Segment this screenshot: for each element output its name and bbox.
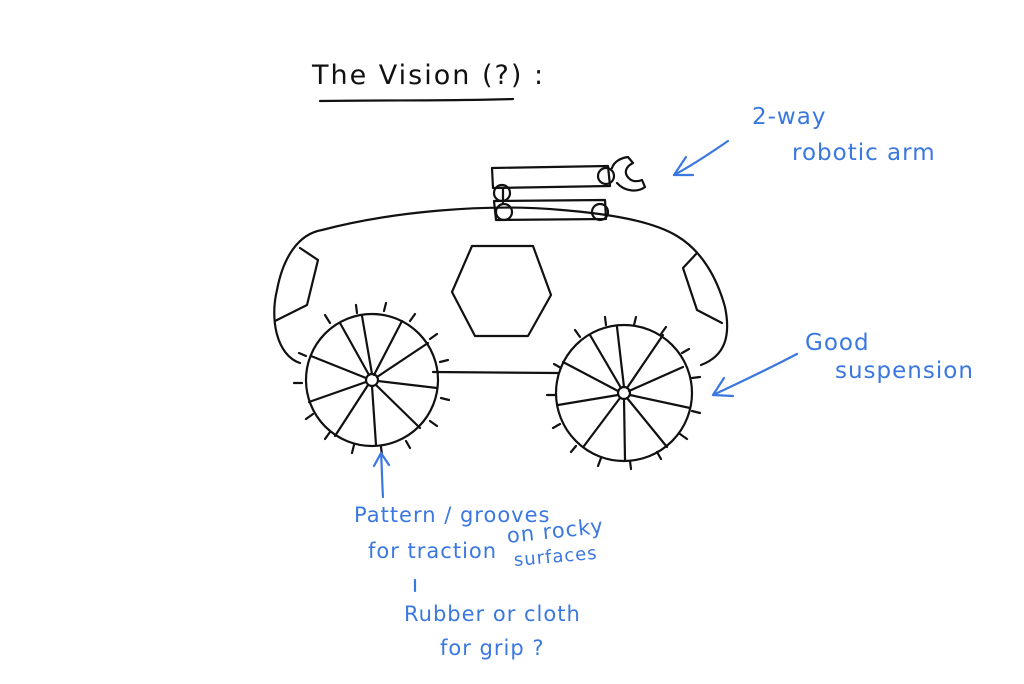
arm-annotation-line-1: 2-way	[752, 104, 827, 130]
wheel-annotation-line-5: for grip ?	[440, 636, 545, 660]
rear-wheel-spokes	[556, 325, 692, 462]
arm-arrow	[672, 139, 730, 177]
arm-joint-2	[494, 202, 514, 222]
front-wheel	[292, 301, 451, 457]
arm-joint-3	[596, 166, 616, 186]
rover-rear-window	[681, 251, 724, 325]
wheel-annotation-line-4: Rubber or cloth	[404, 602, 581, 626]
wheel-annotation-line-2: for traction	[368, 539, 498, 563]
front-wheel-spokes	[307, 314, 439, 447]
sketch-title: The Vision (?) :	[312, 60, 546, 91]
arm-joint-1	[492, 183, 512, 203]
suspension-annotation-line-1: Good	[805, 330, 870, 356]
rear-wheel-rim	[554, 323, 694, 463]
wheel-arrow	[372, 451, 391, 499]
title-underline	[318, 97, 515, 103]
rover-front-window	[273, 246, 320, 323]
front-wheel-treads	[292, 301, 451, 457]
rover-body	[273, 206, 729, 367]
rear-wheel-treads	[545, 315, 702, 471]
arm-claw	[610, 155, 647, 192]
wheel-annotation-line-1: Pattern / grooves	[354, 503, 551, 527]
arm-upper-segment	[490, 164, 612, 190]
robotic-arm	[490, 155, 647, 222]
front-wheel-rim	[304, 312, 440, 448]
arm-annotation-line-2: robotic arm	[792, 140, 936, 166]
suspension-annotation-line-2: suspension	[835, 358, 974, 384]
rover-hexagon-hatch	[450, 244, 553, 338]
rear-wheel	[545, 315, 702, 471]
rover-chassis-line	[431, 370, 560, 375]
suspension-arrow	[711, 352, 799, 398]
